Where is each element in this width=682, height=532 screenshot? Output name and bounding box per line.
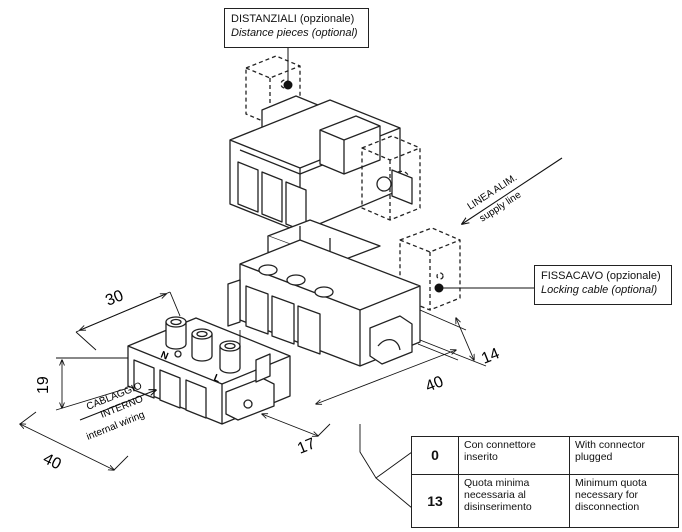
legend-row: 13 Quota minima necessaria al disinserim… bbox=[411, 473, 679, 529]
callout-locking-cable-it: FISSACAVO (opzionale) bbox=[541, 270, 661, 282]
lower-connector bbox=[127, 316, 291, 425]
legend-table: 0 Con connettore inserito With connector… bbox=[411, 436, 679, 529]
dim-14: 14 bbox=[479, 345, 502, 367]
upper-connector bbox=[229, 55, 421, 233]
screw-terminal-mid bbox=[191, 328, 213, 362]
legend-en: With connector plugged bbox=[569, 436, 679, 475]
screw-terminal-n bbox=[165, 316, 187, 350]
legend-row: 0 Con connettore inserito With connector… bbox=[411, 436, 679, 475]
terminal-n-label: N bbox=[159, 350, 170, 363]
callout-distance-pieces-en: Distance pieces (optional) bbox=[231, 27, 358, 39]
dim-40-left: 40 bbox=[40, 450, 64, 473]
terminal-l-label: L bbox=[212, 373, 222, 385]
callout-locking-cable: FISSACAVO (opzionale) Locking cable (opt… bbox=[534, 265, 672, 305]
leader-dot bbox=[434, 283, 444, 293]
dim-30: 30 bbox=[103, 287, 126, 309]
dim-17: 17 bbox=[295, 435, 318, 457]
dim-40-bottom: 40 bbox=[423, 373, 446, 395]
screw-terminal-l bbox=[219, 340, 241, 374]
callout-distance-pieces: DISTANZIALI (opzionale) Distance pieces … bbox=[224, 8, 369, 48]
legend-it: Con connettore inserito bbox=[458, 436, 570, 475]
dim-19: 19 bbox=[35, 376, 52, 394]
legend-it: Quota minima necessaria al disinseriment… bbox=[458, 473, 570, 529]
middle-connector bbox=[227, 219, 461, 367]
leader-lines bbox=[283, 48, 534, 293]
callout-distance-pieces-it: DISTANZIALI (opzionale) bbox=[231, 13, 355, 25]
legend-code: 0 bbox=[411, 436, 459, 475]
leader-dot bbox=[283, 80, 293, 90]
dimension-lines bbox=[20, 291, 487, 509]
supply-line-arrow: LINEA ALIM. supply line bbox=[462, 157, 563, 225]
legend-en: Minimum quota necessary for disconnectio… bbox=[569, 473, 679, 529]
legend-code: 13 bbox=[411, 473, 459, 529]
callout-locking-cable-en: Locking cable (optional) bbox=[541, 284, 658, 296]
